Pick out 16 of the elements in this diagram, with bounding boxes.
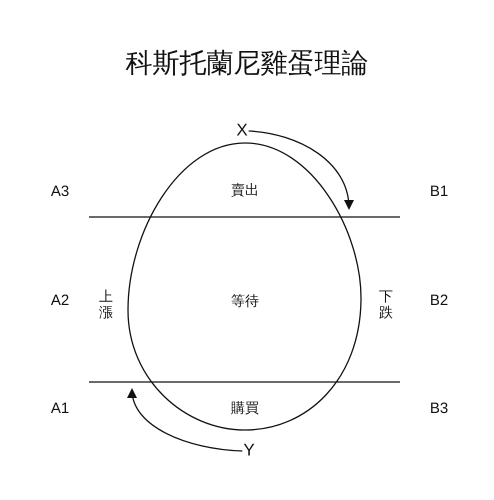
- zone-label: A2: [50, 292, 70, 310]
- zone-label: A3: [50, 184, 70, 200]
- trend-label: 上漲: [99, 288, 113, 320]
- zone-label: B2: [430, 292, 448, 310]
- phase-label: 購買: [231, 400, 259, 416]
- arrow: [128, 388, 242, 452]
- trend-label: 下跌: [379, 288, 393, 320]
- zone-label: B3: [430, 400, 448, 418]
- phase-label: 等待: [231, 293, 259, 309]
- arrow: [248, 130, 354, 210]
- zone-label: A1: [50, 400, 70, 418]
- point-letter: X: [236, 122, 248, 140]
- zone-label: B1: [430, 184, 448, 200]
- point-letter: Y: [243, 442, 255, 460]
- title: 科斯托蘭尼雞蛋理論: [126, 49, 368, 79]
- phase-label: 賣出: [231, 182, 259, 198]
